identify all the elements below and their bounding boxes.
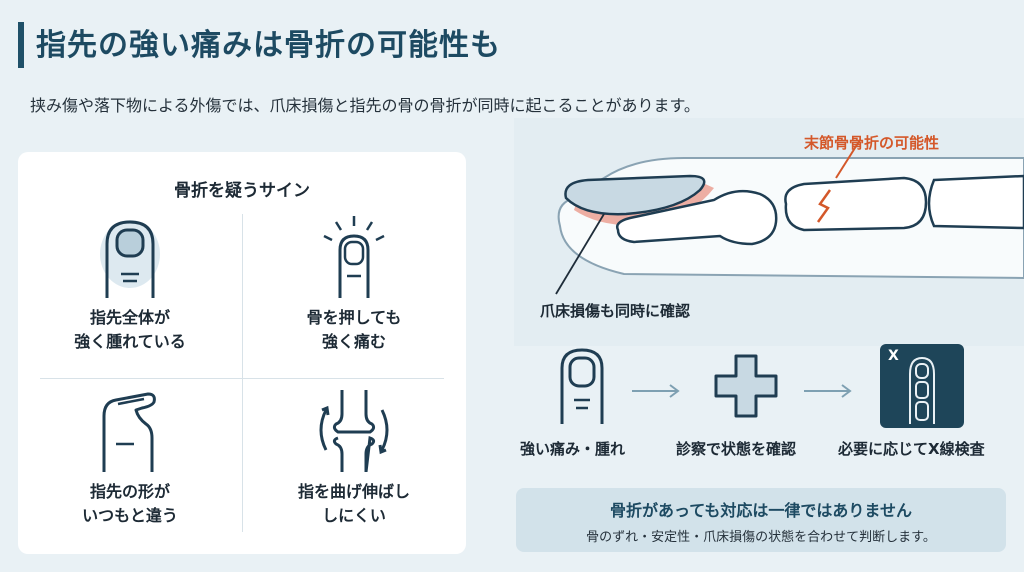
sign-label: 指先の形が [89,482,170,501]
sign-label: 強く腫れている [74,332,186,351]
signs-heading: 骨折を疑うサイン [174,181,310,201]
finger-bones-icon [909,356,935,424]
medical-cross-icon [714,354,778,418]
flow-step-label: 診察で状態を確認 [676,440,797,458]
swollen-fingertip-icon [100,220,160,298]
card-divider-vertical [242,214,243,532]
pressed-finger-pain-icon [323,216,385,298]
note-body: 骨のずれ・安定性・爪床損傷の状態を合わせて判断します。 [586,530,936,545]
xray-icon: X [880,344,964,428]
finger-anatomy-icon [555,139,1024,295]
arrow-right-icon [804,384,852,398]
flow-step-label: 強い痛み・腫れ [520,440,626,458]
sign-label: 強く痛む [321,332,386,351]
fracture-label: 末節骨骨折の可能性 [804,134,940,152]
deformed-finger-icon [102,392,156,472]
nail-bed-label: 爪床損傷も同時に確認 [540,302,691,320]
arrow-right-icon [632,384,680,398]
sign-swelling: 指先全体が 強く腫れている [18,214,242,354]
sign-label: 指先全体が [89,308,170,327]
note-title: 骨折があっても対応は一律ではありません [610,501,912,520]
page-title: 指先の強い痛みは骨折の可能性も [36,28,501,63]
sign-stiffness: 指を曲げ伸ばし しにくい [242,388,466,528]
sign-label: 指を曲げ伸ばし [297,482,410,501]
sign-pain-on-press: 骨を押しても 強く痛む [242,214,466,354]
sign-label: しにくい [322,506,386,525]
signs-card: 骨折を疑うサイン 指先全体が 強く腫れている 骨を押しても 強く痛む [18,152,466,554]
sign-deformity: 指先の形が いつもと違う [18,388,242,528]
lead-text: 挟み傷や落下物による外傷では、爪床損傷と指先の骨の骨折が同時に起こることがありま… [30,96,700,115]
sign-label: いつもと違う [82,506,178,525]
title-accent-bar [18,22,24,68]
sign-label: 骨を押しても [306,308,402,327]
xray-letter: X [888,348,899,364]
joint-bending-icon [319,390,389,472]
note-box: 骨折があっても対応は一律ではありません 骨のずれ・安定性・爪床損傷の状態を合わせ… [516,488,1006,552]
fingertip-cross-section-illustration [514,118,1024,346]
finger-icon [560,348,604,424]
card-divider-horizontal [40,378,444,379]
flow-step-label: 必要に応じてX線検査 [838,440,985,458]
